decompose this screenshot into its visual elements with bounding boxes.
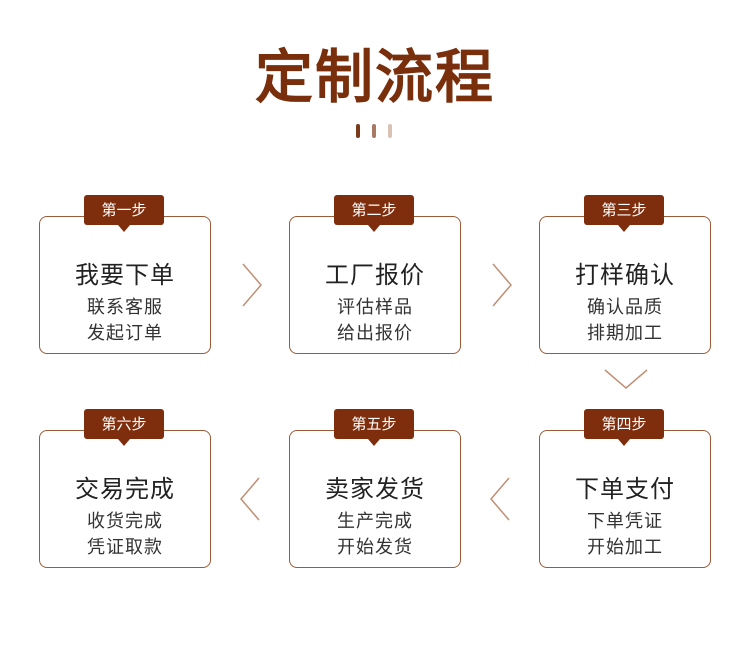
step-title: 卖家发货 xyxy=(325,475,425,503)
step-badge: 第四步 xyxy=(584,409,664,446)
step-badge: 第一步 xyxy=(84,195,164,232)
step-desc-line: 收货完成 xyxy=(87,511,163,532)
step-title: 下单支付 xyxy=(575,475,675,503)
decor-dot xyxy=(372,124,376,138)
step-badge: 第三步 xyxy=(584,195,664,232)
step-title: 工厂报价 xyxy=(325,261,425,289)
step-card-3: 第三步 打样确认 确认品质 排期加工 xyxy=(539,195,711,354)
arrow-down-icon xyxy=(603,368,649,390)
step-title: 我要下单 xyxy=(75,261,175,289)
step-card-5: 第五步 卖家发货 生产完成 开始发货 xyxy=(289,409,461,568)
step-desc-line: 联系客服 xyxy=(87,297,163,318)
step-card-1: 第一步 我要下单 联系客服 发起订单 xyxy=(39,195,211,354)
page-title: 定制流程 xyxy=(254,43,495,111)
arrow-left-icon xyxy=(489,476,511,522)
step-desc-line: 评估样品 xyxy=(337,297,413,318)
step-badge: 第二步 xyxy=(334,195,414,232)
decor-dot xyxy=(388,124,392,138)
step-desc-line: 开始加工 xyxy=(587,537,663,558)
step-title: 交易完成 xyxy=(75,475,175,503)
step-desc-line: 下单凭证 xyxy=(587,511,663,532)
step-desc-line: 确认品质 xyxy=(587,297,663,318)
step-badge: 第五步 xyxy=(334,409,414,446)
step-desc-line: 生产完成 xyxy=(337,511,413,532)
step-card-2: 第二步 工厂报价 评估样品 给出报价 xyxy=(289,195,461,354)
step-title: 打样确认 xyxy=(575,261,675,289)
step-desc-line: 给出报价 xyxy=(337,323,413,344)
step-desc-line: 排期加工 xyxy=(587,323,663,344)
arrow-right-icon xyxy=(491,262,513,308)
step-card-4: 第四步 下单支付 下单凭证 开始加工 xyxy=(539,409,711,568)
arrow-right-icon xyxy=(241,262,263,308)
decor-dot xyxy=(356,124,360,138)
arrow-left-icon xyxy=(239,476,261,522)
step-card-6: 第六步 交易完成 收货完成 凭证取款 xyxy=(39,409,211,568)
step-desc-line: 发起订单 xyxy=(87,323,163,344)
step-desc-line: 凭证取款 xyxy=(87,537,163,558)
step-badge: 第六步 xyxy=(84,409,164,446)
title-decoration xyxy=(356,124,396,140)
step-desc-line: 开始发货 xyxy=(337,537,413,558)
